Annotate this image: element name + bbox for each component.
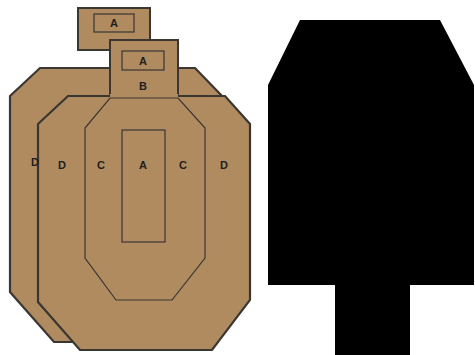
zone-letter: A — [110, 18, 118, 29]
zone-letter: B — [139, 81, 147, 92]
zone-letter: D — [31, 157, 39, 168]
front-target — [38, 40, 250, 350]
zone-letter: A — [139, 160, 147, 171]
zone-letter: C — [179, 160, 187, 171]
zone-letter: C — [97, 160, 105, 171]
zone-letter: A — [139, 56, 147, 67]
zone-letter: D — [220, 160, 228, 171]
black-silhouette — [268, 20, 474, 355]
zone-letter: D — [58, 160, 66, 171]
